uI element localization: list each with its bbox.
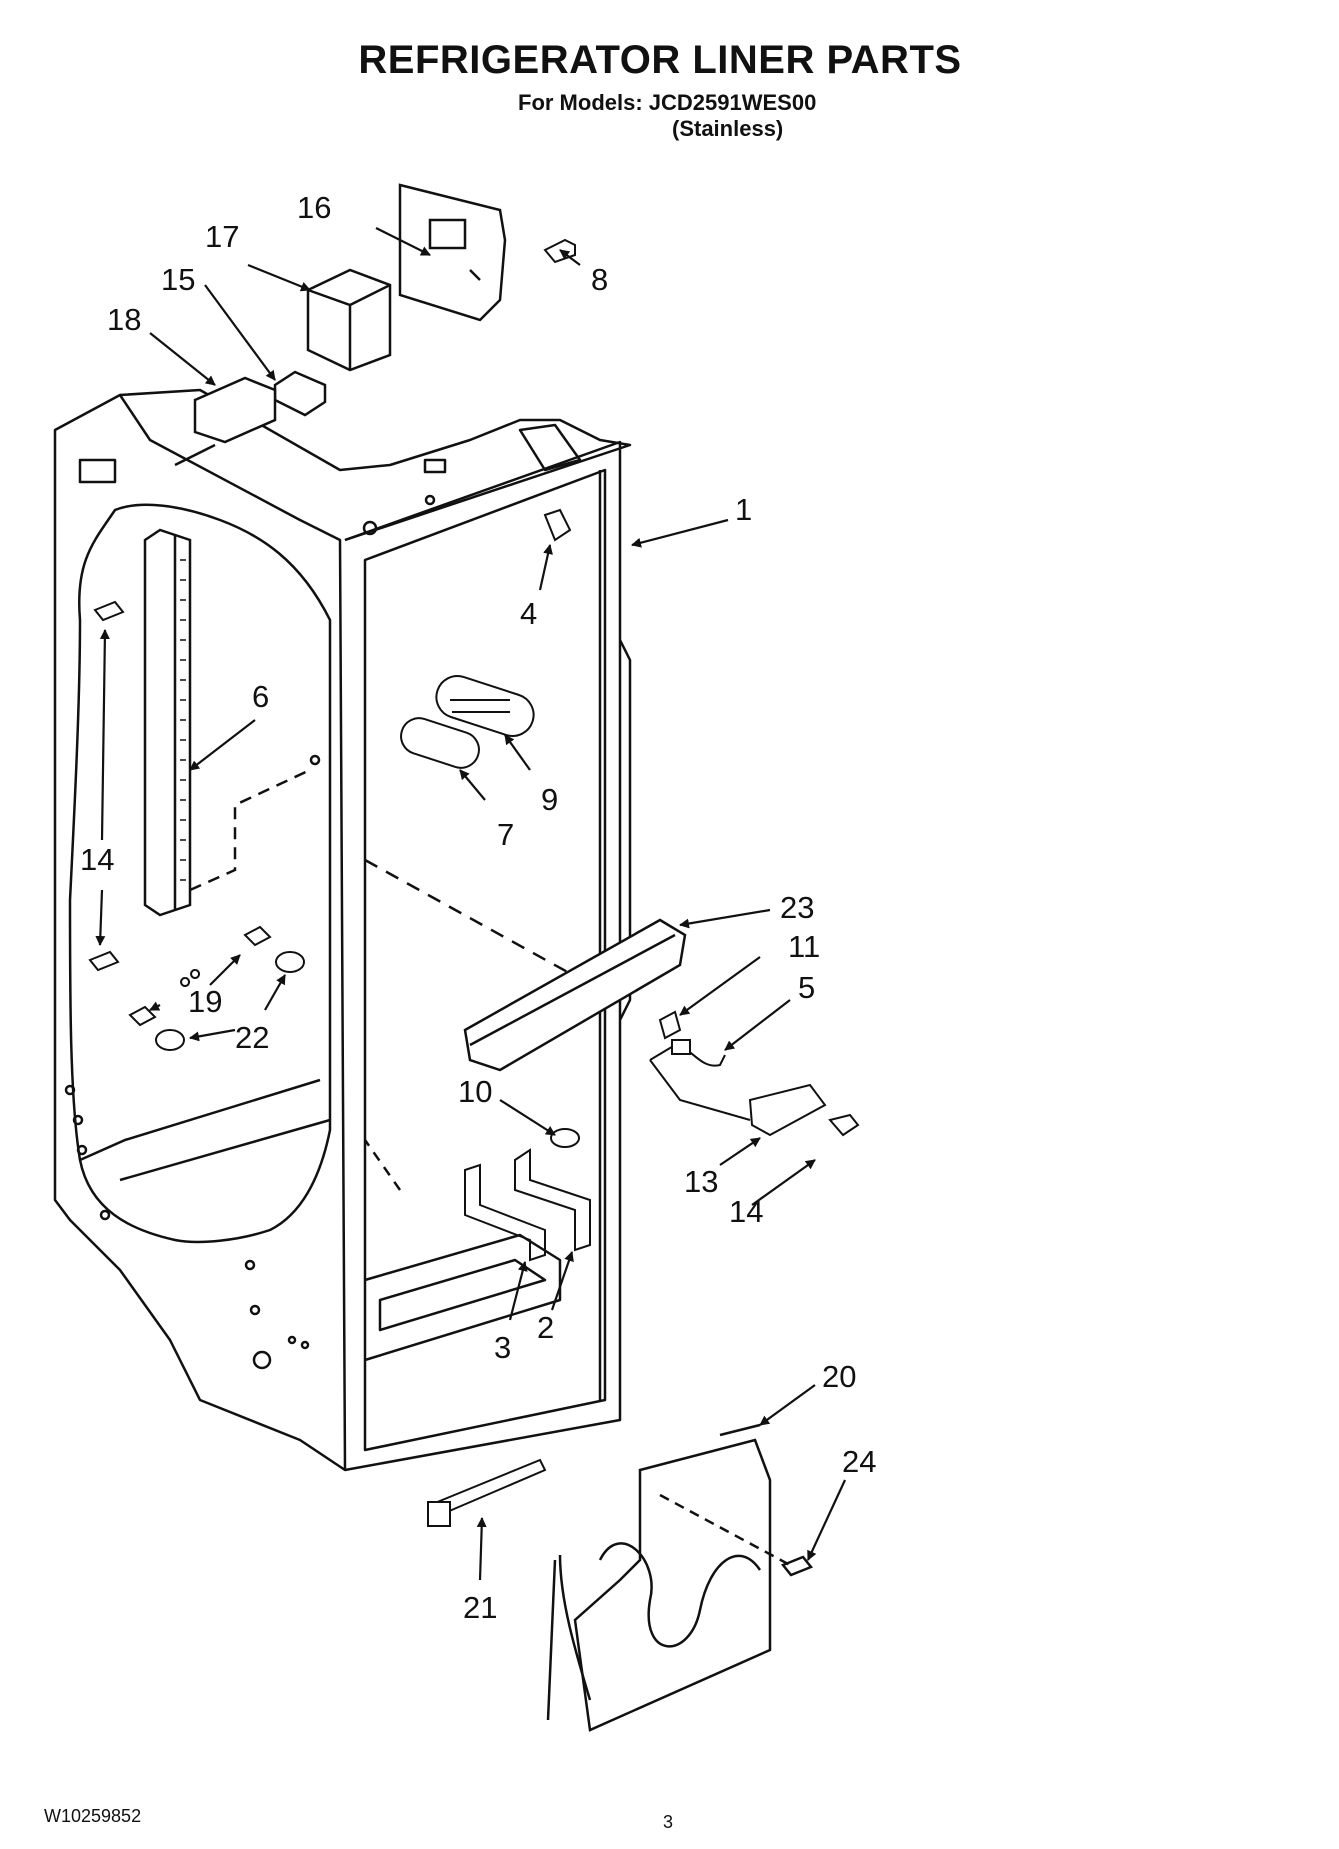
callout-10: 10 (458, 1074, 492, 1109)
callout-15: 15 (161, 262, 195, 297)
callout-20: 20 (822, 1359, 856, 1394)
callout-24: 24 (842, 1444, 876, 1479)
lamp-sockets (128, 925, 305, 1051)
shelf-ladder-rail (143, 528, 311, 917)
callout-14-right: 14 (729, 1194, 763, 1229)
callout-22: 22 (235, 1020, 269, 1055)
drain-heater (546, 1423, 814, 1732)
vent-grilles (400, 675, 535, 769)
mounting-brackets (464, 1148, 591, 1262)
callout-4: 4 (520, 596, 537, 631)
callout-13: 13 (684, 1164, 718, 1199)
callout-numbers: 1 2 3 4 5 6 7 8 9 10 11 13 14 14 15 16 1… (80, 190, 876, 1625)
callout-3: 3 (494, 1330, 511, 1365)
callout-16: 16 (297, 190, 331, 225)
callout-11: 11 (788, 929, 820, 964)
models-line: For Models: JCD2591WES00 (518, 90, 817, 115)
finish-label: (Stainless) (672, 116, 784, 141)
callout-7: 7 (497, 817, 514, 852)
page-number: 3 (663, 1812, 674, 1832)
thermistor-and-switch (649, 1010, 860, 1137)
top-control-assembly (174, 183, 507, 467)
callout-14-left: 14 (80, 842, 114, 877)
callout-17: 17 (205, 219, 239, 254)
screws-left (88, 600, 125, 972)
cable-tie (427, 1458, 547, 1527)
callout-5: 5 (798, 970, 815, 1005)
callout-2: 2 (537, 1310, 554, 1345)
callout-18: 18 (107, 302, 141, 337)
page-title: REFRIGERATOR LINER PARTS (358, 38, 962, 82)
callout-21: 21 (463, 1590, 497, 1625)
refrigerator-liner (53, 388, 632, 1472)
callout-6: 6 (252, 679, 269, 714)
document-number: W10259852 (44, 1806, 142, 1826)
callout-23: 23 (780, 890, 814, 925)
lower-rail (463, 918, 687, 1072)
clip-part (543, 508, 572, 542)
callout-19: 19 (188, 984, 222, 1019)
callout-1: 1 (735, 492, 752, 527)
callout-9: 9 (541, 782, 558, 817)
leader-arrows (95, 227, 846, 1581)
grommet (550, 1128, 580, 1148)
callout-8: 8 (591, 262, 608, 297)
